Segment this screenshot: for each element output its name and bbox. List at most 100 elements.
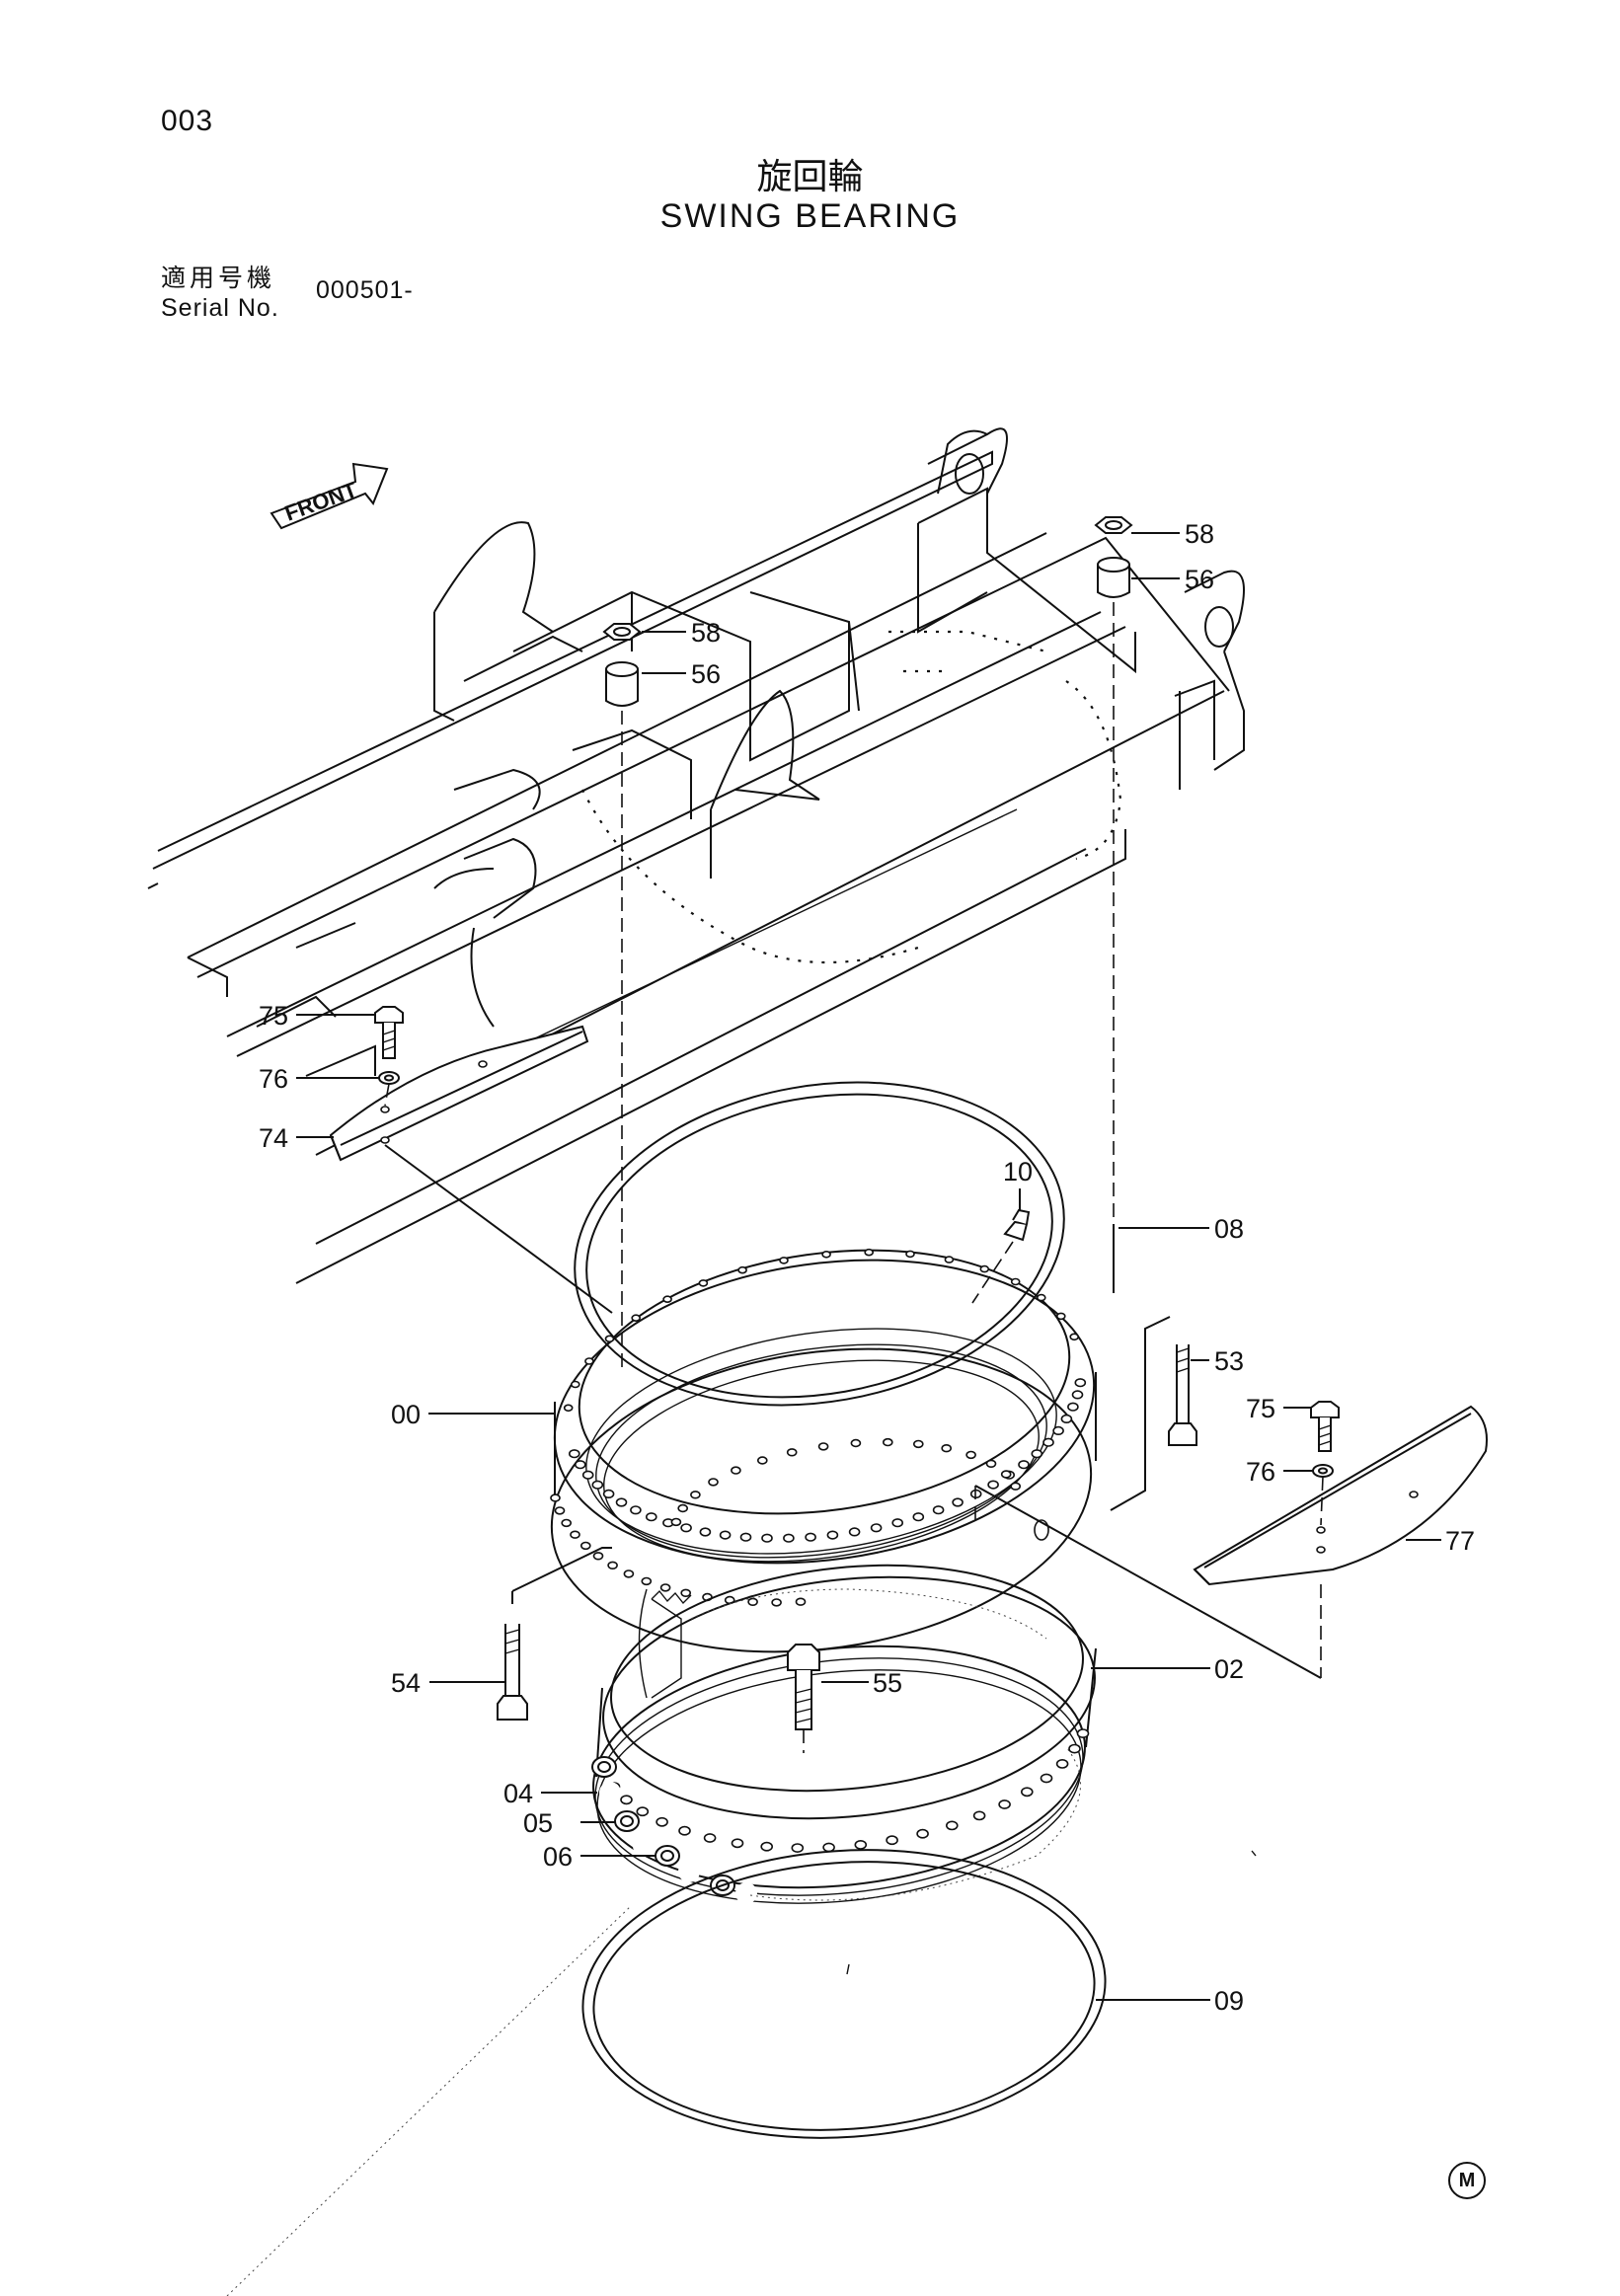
bolt-hole [739, 1532, 752, 1542]
page-number: 003 [161, 105, 214, 137]
bolt-hole [659, 1583, 671, 1592]
bolt-hole [680, 1588, 692, 1598]
bolt-hole [737, 1265, 747, 1274]
inner-race-bolt-holes [598, 1437, 1090, 1853]
bolt-hole [1010, 1277, 1021, 1286]
callout-02: 02 [1214, 1654, 1245, 1684]
bolt-hole [1021, 1787, 1034, 1798]
bolt-hole [581, 1470, 594, 1480]
bolt-hole [677, 1503, 689, 1513]
bolt-hole [631, 1314, 642, 1322]
bolt-hole [698, 1279, 709, 1287]
collar-56-right [1097, 557, 1130, 598]
bolt-hole [965, 1450, 976, 1460]
bolt-hole [550, 1493, 561, 1502]
callout-75-left: 75 [259, 1001, 289, 1031]
bolt-hole [690, 1491, 701, 1499]
bolt-hole [1018, 1460, 1030, 1470]
outer-race-bolt-holes [550, 1248, 1087, 1607]
callout-75-right: 75 [1246, 1394, 1276, 1423]
bolt-hole [1071, 1390, 1084, 1400]
bolt-hole [570, 1380, 580, 1389]
bolt-hole [944, 1256, 955, 1263]
bolt-hole [783, 1533, 795, 1543]
callout-00: 00 [391, 1400, 422, 1429]
bolt-hole [987, 1480, 999, 1490]
bolt-75-left [374, 1006, 404, 1059]
callout-56-right: 56 [1185, 565, 1215, 594]
bolt-hole [886, 1835, 898, 1846]
bolt-hole [791, 1843, 805, 1853]
bolt-hole [1040, 1773, 1053, 1784]
bolt-hole [699, 1527, 712, 1537]
bolt-hole [870, 1523, 883, 1533]
washer-76-right [1312, 1464, 1334, 1478]
bolt-hole [932, 1505, 945, 1515]
bolt-hole [747, 1597, 758, 1607]
bolt-hole [756, 1456, 768, 1465]
title-english: SWING BEARING [659, 197, 961, 235]
bolt-hole [985, 1459, 997, 1469]
bolt-hole [570, 1530, 580, 1539]
bolt-hole [1055, 1759, 1069, 1769]
bolt-hole [731, 1838, 744, 1849]
callout-08: 08 [1214, 1214, 1245, 1244]
bolt-hole [620, 1795, 633, 1805]
callout-76-right: 76 [1246, 1457, 1276, 1487]
bolt-hole [805, 1532, 816, 1542]
nut-58-left [602, 623, 642, 641]
bolt-hole [645, 1512, 657, 1522]
bolt-hole [905, 1250, 915, 1259]
bolt-hole [574, 1460, 586, 1470]
bolt-hole [708, 1478, 719, 1487]
bolt-hole [916, 1828, 929, 1839]
serial-label-japanese: 適用号機 [161, 264, 276, 292]
bolt-hole [891, 1518, 904, 1528]
track-frame-drawing [147, 427, 1245, 1284]
bolt-hole [703, 1833, 717, 1843]
bolt-hole [591, 1480, 604, 1490]
bolt-hole [882, 1437, 893, 1447]
bolt-hole [1052, 1425, 1064, 1435]
bolt-hole [826, 1530, 839, 1540]
bolt-54 [497, 1624, 528, 1721]
bolt-hole [1042, 1437, 1054, 1447]
bolt-hole [1068, 1743, 1081, 1754]
bolt-hole [945, 1820, 959, 1831]
bolt-hole [979, 1264, 990, 1273]
bolt-hole [912, 1439, 924, 1449]
bolt-hole [952, 1497, 964, 1507]
bolt-hole [822, 1842, 835, 1853]
bolt-hole [623, 1569, 635, 1578]
cover-plate-74 [329, 1025, 589, 1162]
bolt-hole [604, 1335, 615, 1343]
callout-54: 54 [391, 1668, 422, 1698]
bolt-hole [941, 1443, 953, 1453]
washer-76-left [378, 1071, 400, 1085]
seal-ring-08 [574, 1081, 1065, 1407]
bolt-hole [779, 1257, 789, 1264]
leader-lines [296, 532, 1441, 2001]
bolt-hole [761, 1533, 773, 1543]
bolt-hole [615, 1497, 628, 1507]
bolt-hole [854, 1840, 868, 1850]
bolt-53 [1168, 1344, 1197, 1446]
bolt-hole [662, 1295, 672, 1303]
bolt-hole [848, 1527, 861, 1537]
callout-10: 10 [1003, 1157, 1034, 1186]
callout-58-right: 58 [1185, 519, 1215, 549]
bolt-hole [1060, 1414, 1073, 1423]
bolt-hole [579, 1541, 591, 1551]
cover-plate-77 [1193, 1405, 1488, 1586]
callout-74: 74 [259, 1123, 289, 1153]
bolt-hole [602, 1489, 615, 1498]
bolt-hole [561, 1518, 573, 1528]
bolt-55 [787, 1644, 820, 1730]
front-arrow-icon: FRONT [270, 462, 389, 530]
bolt-hole [821, 1251, 831, 1259]
bolt-hole [636, 1806, 650, 1817]
seal-ring-09 [581, 1849, 1107, 2139]
bolt-hole [680, 1523, 692, 1533]
callout-53: 53 [1214, 1346, 1245, 1376]
